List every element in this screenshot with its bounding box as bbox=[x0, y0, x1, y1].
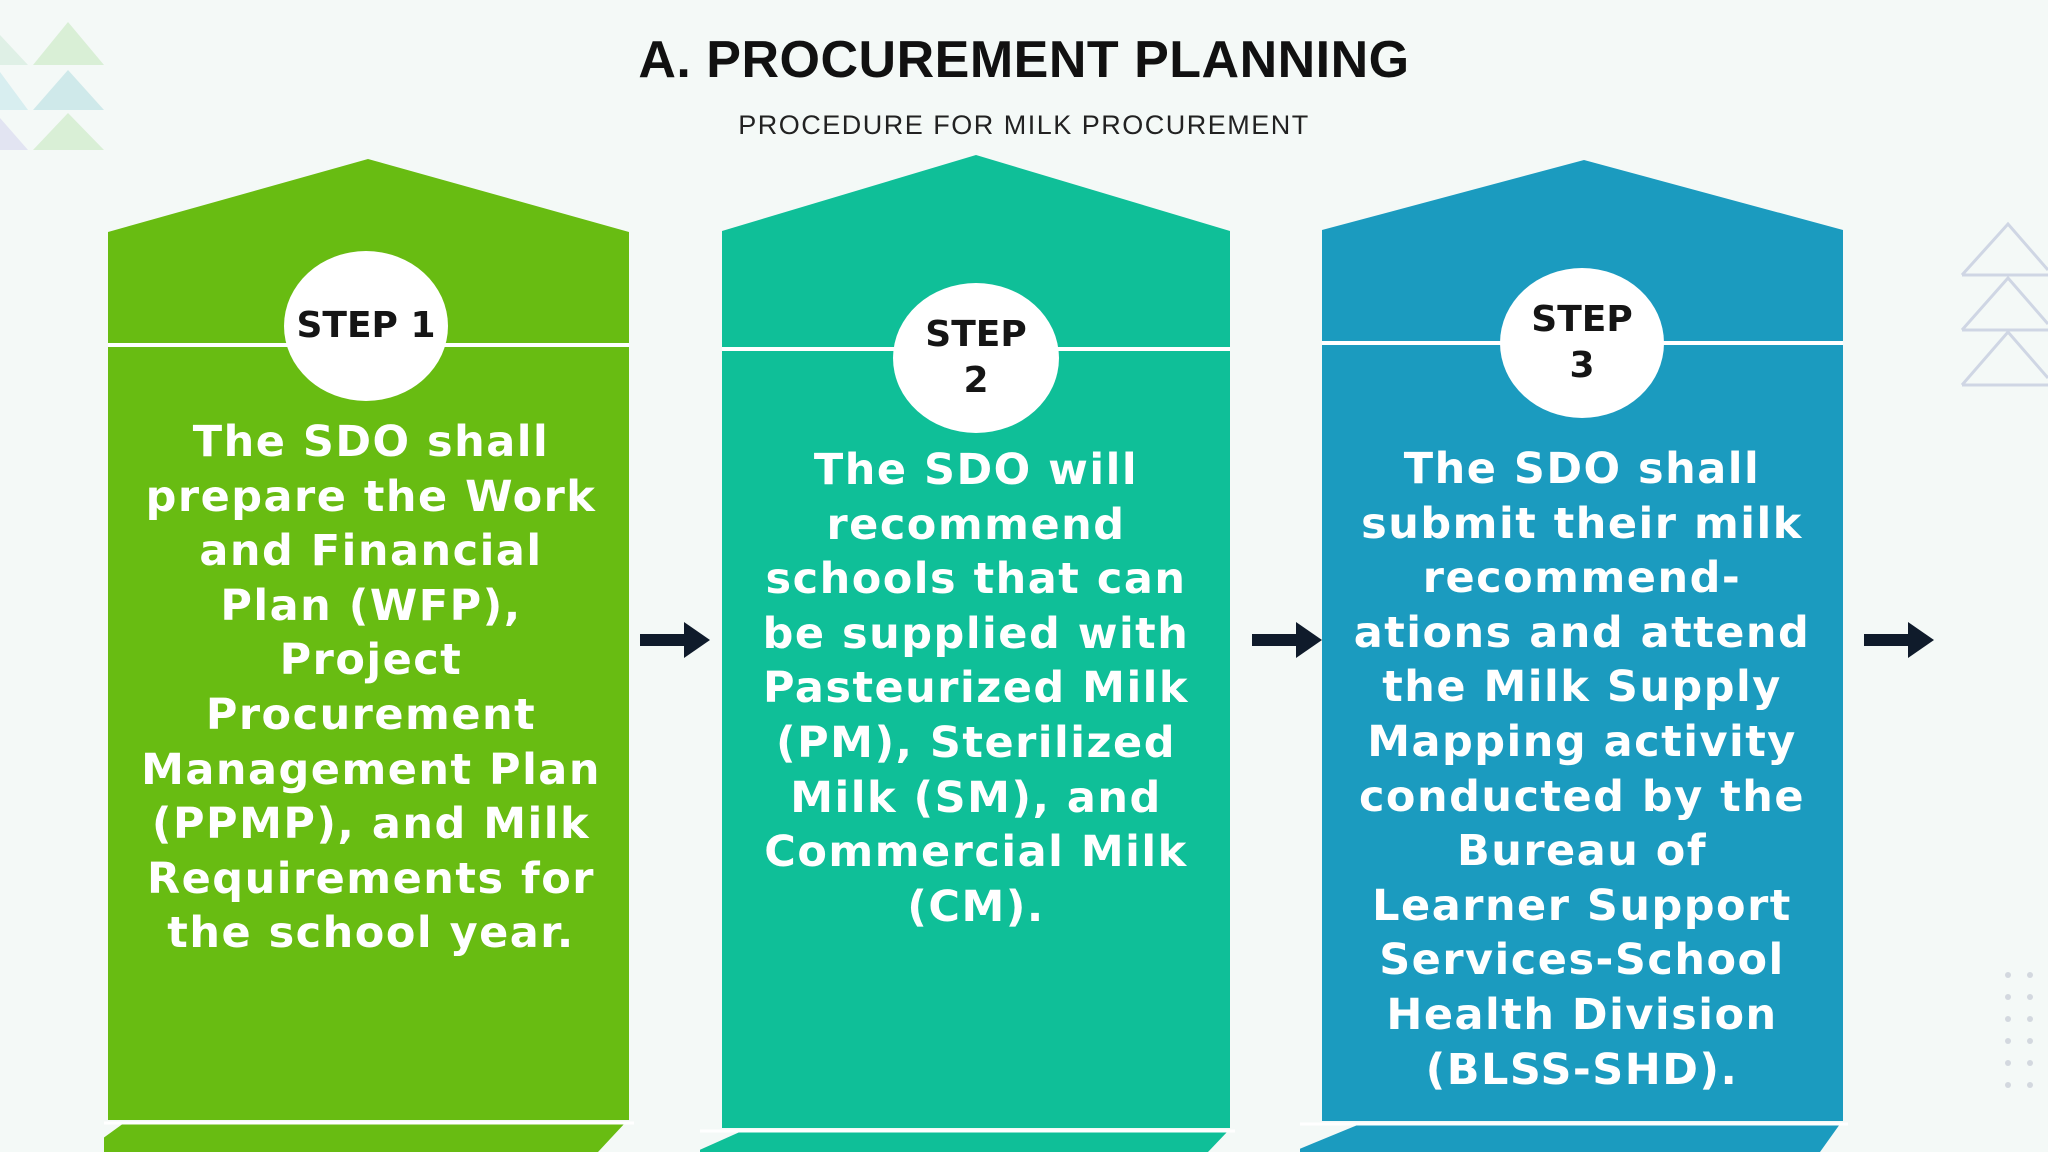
step-2-badge: STEP 2 bbox=[893, 283, 1059, 433]
right-arrow-icon bbox=[1864, 622, 1934, 658]
step-2-label-line2: 2 bbox=[963, 360, 989, 401]
page-title: A. PROCUREMENT PLANNING bbox=[638, 31, 1410, 89]
step-1-badge: STEP 1 bbox=[284, 251, 448, 401]
step-card-2-shape bbox=[700, 155, 1235, 1152]
triangle-outline-icon bbox=[1960, 221, 2048, 387]
step-1-text: The SDO shall prepare the Work and Finan… bbox=[141, 417, 601, 959]
step-card-2: STEP 2 The SDO will recommend schools tha… bbox=[700, 153, 1235, 1152]
step-card-1: STEP 1 The SDO shall prepare the Work an… bbox=[104, 157, 634, 1152]
step-card-3: STEP 3 The SDO shall submit their milk re… bbox=[1300, 158, 1848, 1152]
step-3-label: STEP bbox=[1531, 299, 1633, 340]
step-3-label-line2: 3 bbox=[1569, 345, 1595, 386]
dot-grid-icon bbox=[2005, 972, 2033, 1088]
step-2-text: The SDO will recommend schools that can … bbox=[762, 445, 1190, 932]
step-3-badge: STEP 3 bbox=[1500, 268, 1664, 418]
right-arrow-icon bbox=[640, 622, 710, 658]
triangle-pattern-icon bbox=[0, 22, 104, 150]
step-1-label: STEP 1 bbox=[296, 305, 436, 346]
page-subtitle: PROCEDURE FOR MILK PROCUREMENT bbox=[738, 110, 1310, 140]
step-card-3-shape bbox=[1300, 160, 1848, 1152]
step-card-1-shape bbox=[104, 159, 634, 1152]
right-arrow-icon bbox=[1252, 622, 1322, 658]
step-3-text: The SDO shall submit their milk recommen… bbox=[1353, 444, 1811, 1095]
step-2-label: STEP bbox=[925, 314, 1027, 355]
